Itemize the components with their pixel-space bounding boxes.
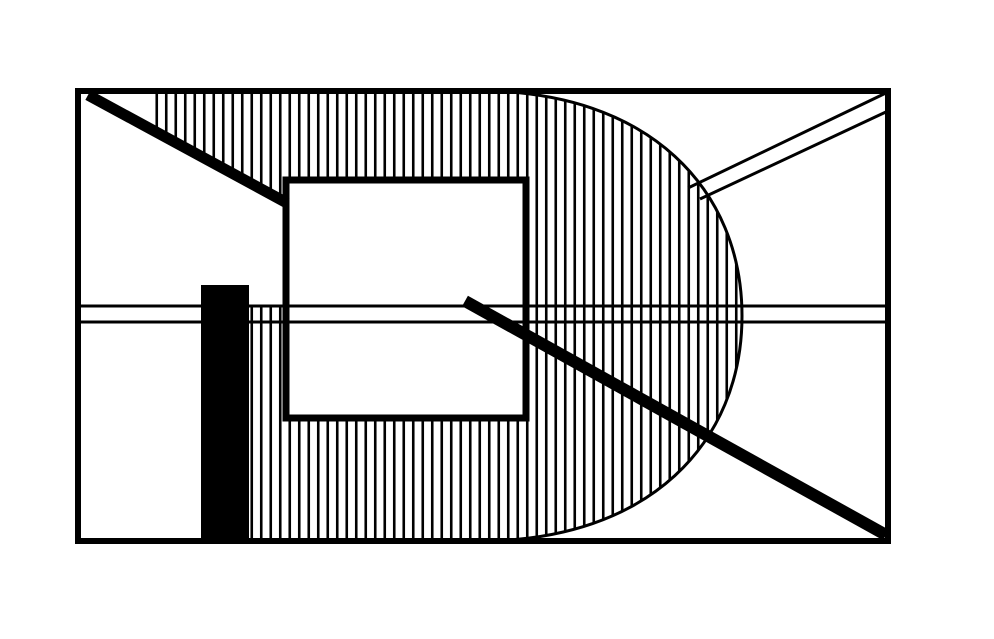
lower-right-diagonal-bar	[462, 295, 889, 541]
upper-left-diagonal-bar	[85, 90, 290, 208]
solid-vertical-bar	[201, 285, 249, 541]
upper-left-white-region	[78, 91, 286, 306]
d-curve-outline	[479, 89, 744, 543]
outer-frame	[75, 88, 891, 544]
upper-right-diagonal-line-1	[687, 90, 889, 190]
inner-square	[282, 176, 530, 422]
upper-right-diagonal-line-2	[699, 109, 889, 201]
